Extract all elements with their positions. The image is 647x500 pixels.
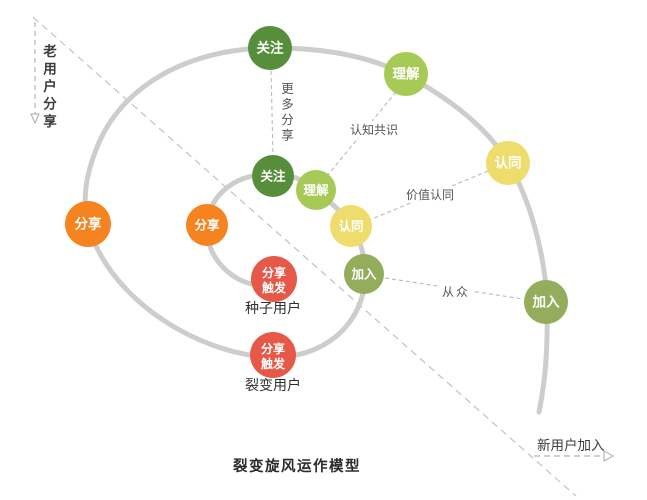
node-inner-join: 加入 [344,254,384,294]
inner-understand-circle [296,170,336,210]
outer-understand-circle [384,52,428,96]
outer-join-label: 加入 [532,295,561,310]
node-outer-join: 加入 [524,280,568,324]
inner-join-circle [344,254,384,294]
node-inner-share: 分享 [186,204,228,246]
seed-users-caption: 种子用户 [245,300,301,316]
outer-identify-circle [486,141,530,185]
seed-trigger-circle [251,256,297,302]
inner-follow-circle [252,155,294,197]
inner-identify-circle [330,205,372,247]
more-shares-label: 更多分享 [279,82,293,144]
node-inner-identify: 认同 [330,205,372,247]
node-inner-follow: 关注 [252,155,294,197]
inner-identify-label: 认同 [338,218,363,233]
diagonal-divider-line [32,16,577,497]
new-users-axis-label: 新用户加入 [537,438,605,453]
inner-share-label: 分享 [194,217,220,232]
diagram-title: 裂变旋风运作模型 [233,459,361,475]
cognitive-consensus-label: 认知共识 [348,121,401,138]
seed-trigger-label-line1: 分享 [262,265,286,280]
node-seed-trigger: 分享 触发 [251,256,297,302]
fission-trigger-circle [250,332,296,378]
node-outer-identify: 认同 [486,141,530,185]
seed-trigger-label-line2: 触发 [262,280,287,295]
inner-follow-label: 关注 [260,168,286,183]
node-outer-understand: 理解 [384,52,428,96]
inner-understand-label: 理解 [303,182,329,197]
outer-understand-label: 理解 [393,66,420,82]
spiral-curve [82,45,550,415]
new-users-arrow-icon [603,450,615,462]
outer-share-circle [65,201,111,247]
outer-join-circle [524,280,568,324]
old-users-arrow-icon [30,113,40,125]
value-identification-label: 价值认同 [404,186,457,203]
old-users-axis-label: 老用户分享 [41,44,56,132]
node-outer-share: 分享 [65,201,111,247]
outer-share-label: 分享 [75,216,102,232]
outer-follow-label: 关注 [257,40,284,56]
connector-join-line [384,277,524,300]
outer-follow-circle [248,26,292,70]
node-inner-understand: 理解 [296,170,336,210]
inner-join-label: 加入 [350,266,377,281]
conformity-label: 从众 [440,283,473,300]
fission-users-caption: 裂变用户 [245,377,301,393]
connector-follow-line [270,70,274,156]
outer-identify-label: 认同 [495,155,522,171]
inner-share-circle [186,204,228,246]
fission-trigger-label-line2: 触发 [261,356,286,371]
fission-trigger-label-line1: 分享 [261,341,285,356]
node-fission-trigger: 分享 触发 [250,332,296,378]
node-outer-follow: 关注 [248,26,292,70]
